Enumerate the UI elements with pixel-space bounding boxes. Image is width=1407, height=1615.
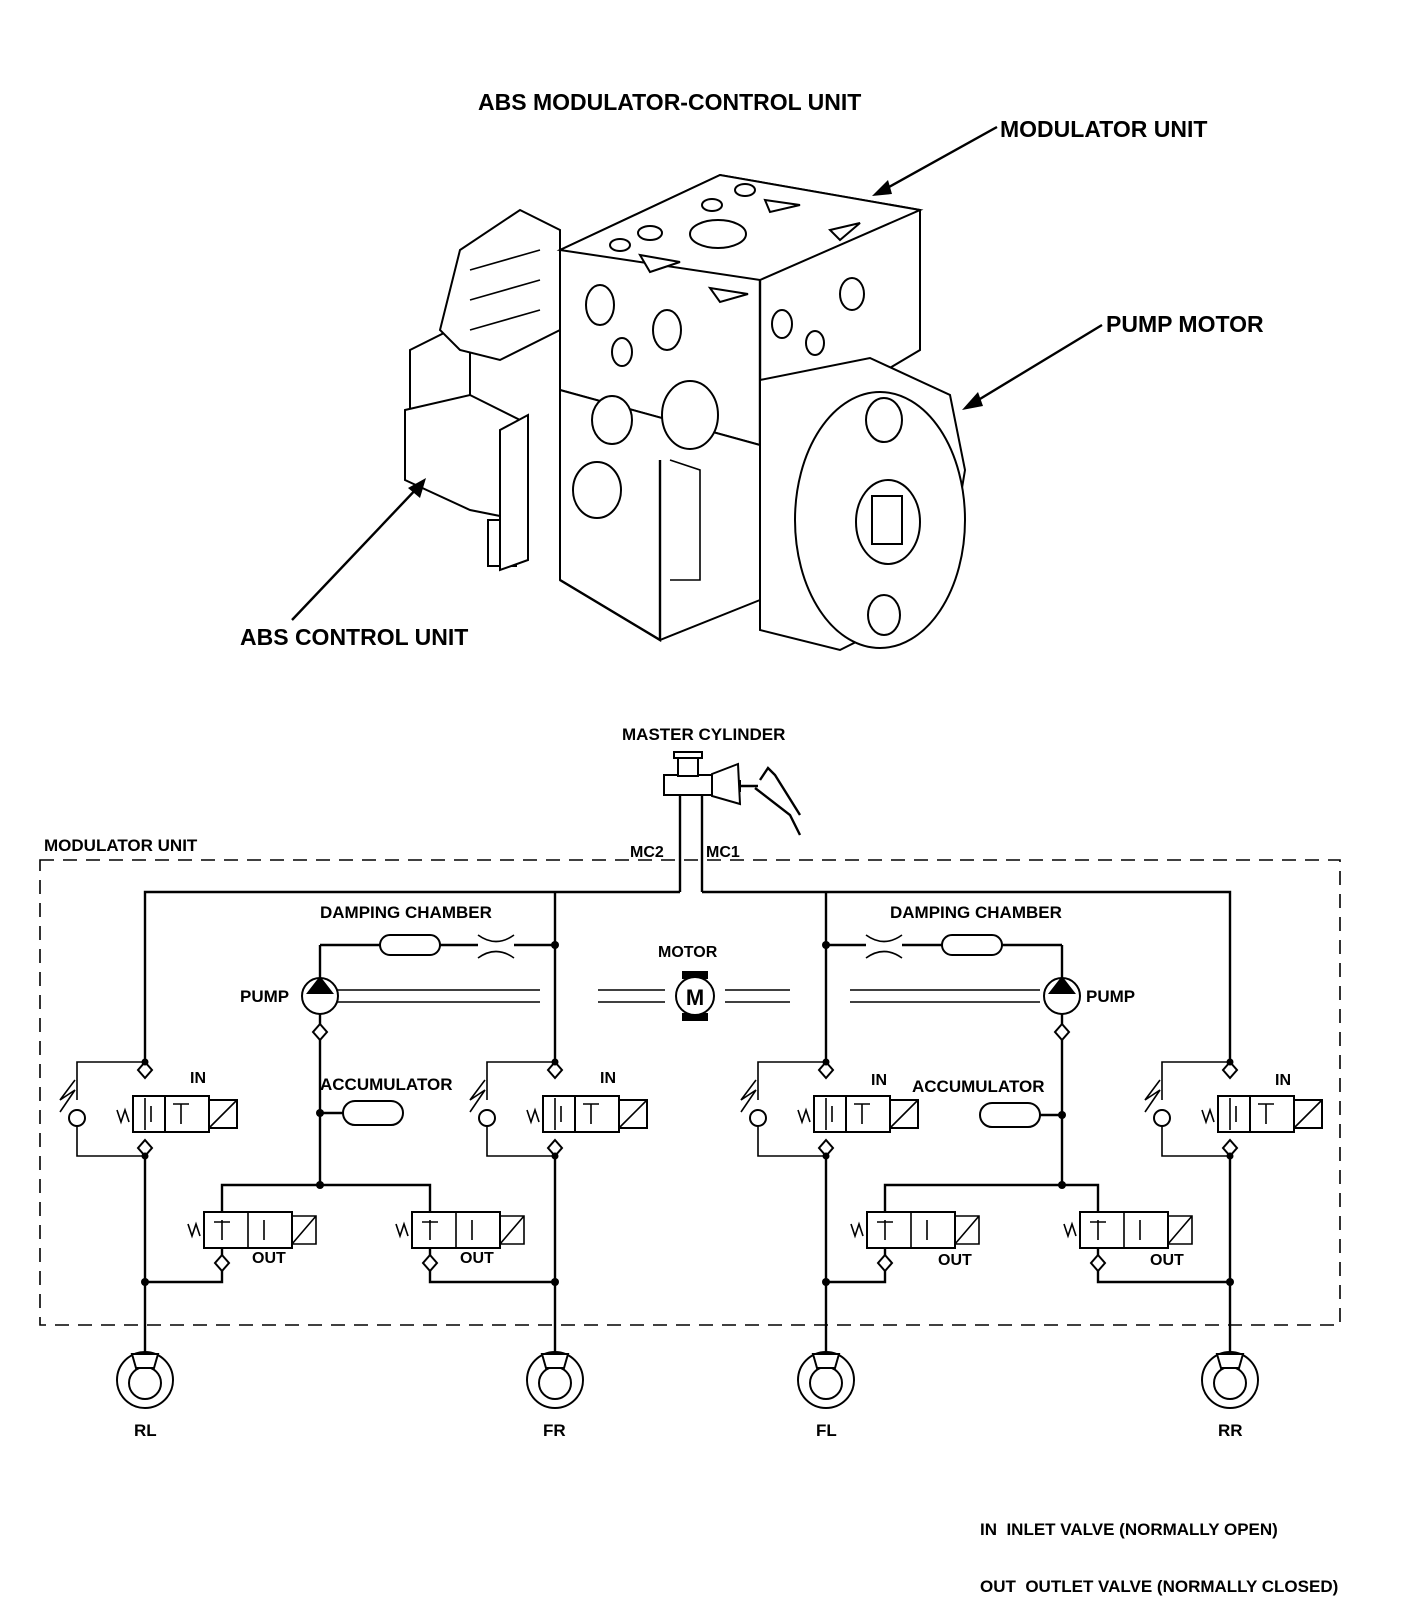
motor-symbol [322,971,1040,1021]
pump-left [301,976,404,1185]
label-out-rl: OUT [252,1250,286,1267]
pump-right [979,976,1081,1185]
wheel-label-rr: RR [1218,1421,1243,1440]
title: ABS MODULATOR-CONTROL UNIT [478,89,861,115]
damping-chamber-left [318,934,559,985]
label-out-fl: OUT [938,1252,972,1269]
label-pump-left: PUMP [240,987,289,1006]
label-abs-control-unit: ABS CONTROL UNIT [240,624,468,650]
abs-unit-illustration [404,173,967,652]
outlet-valve-fl [826,1211,980,1284]
label-in-rl: IN [190,1070,206,1087]
label-modulator-unit-box: MODULATOR UNIT [44,836,198,855]
modulator-unit-boundary [39,859,1341,1326]
label-in-fl: IN [871,1072,887,1089]
outlet-valve-rr [1063,1211,1230,1284]
label-mc2: MC2 [630,844,664,861]
label-motor: MOTOR [658,944,718,961]
inlet-valve-rr [1144,1050,1323,1280]
label-out-fr: OUT [460,1250,494,1267]
inlet-valve-fl [740,1050,919,1280]
outlet-valve-rl [145,1211,317,1284]
legend-in: IN INLET VALVE (NORMALLY OPEN) [980,1520,1278,1539]
motor-m: M [686,985,704,1010]
damping-chamber-right [822,934,1064,985]
inlet-valve-rl [59,1050,238,1280]
label-damping-chamber-right: DAMPING CHAMBER [890,903,1062,922]
label-pump-right: PUMP [1086,987,1135,1006]
label-out-rr: OUT [1150,1252,1184,1269]
label-mc1: MC1 [706,844,740,861]
wheel-label-rl: RL [134,1421,157,1440]
label-pump-motor: PUMP MOTOR [1106,311,1264,337]
label-in-fr: IN [600,1070,616,1087]
wheel-brake-fl [797,1351,855,1409]
label-modulator-unit: MODULATOR UNIT [1000,116,1207,142]
wheel-label-fr: FR [543,1421,566,1440]
wheel-brake-rr [1201,1351,1259,1409]
wheel-brake-fr [526,1351,584,1409]
legend: IN INLET VALVE (NORMALLY OPEN) OUT OUTLE… [980,1482,1338,1615]
abs-diagram: ABS MODULATOR-CONTROL UNIT MODULATOR UNI… [39,89,1341,1440]
label-accumulator-right: ACCUMULATOR [912,1077,1045,1096]
legend-out: OUT OUTLET VALVE (NORMALLY CLOSED) [980,1577,1339,1596]
callout-arrows [291,125,1103,621]
label-in-rr: IN [1275,1072,1291,1089]
inlet-valve-fr [469,1050,648,1280]
wheel-brake-rl [116,1351,174,1409]
wheel-label-fl: FL [816,1421,837,1440]
label-master-cylinder: MASTER CYLINDER [622,725,785,744]
outlet-valve-fr [395,1211,555,1284]
label-accumulator-left: ACCUMULATOR [320,1075,453,1094]
label-damping-chamber-left: DAMPING CHAMBER [320,903,492,922]
master-cylinder-symbol [663,751,802,836]
